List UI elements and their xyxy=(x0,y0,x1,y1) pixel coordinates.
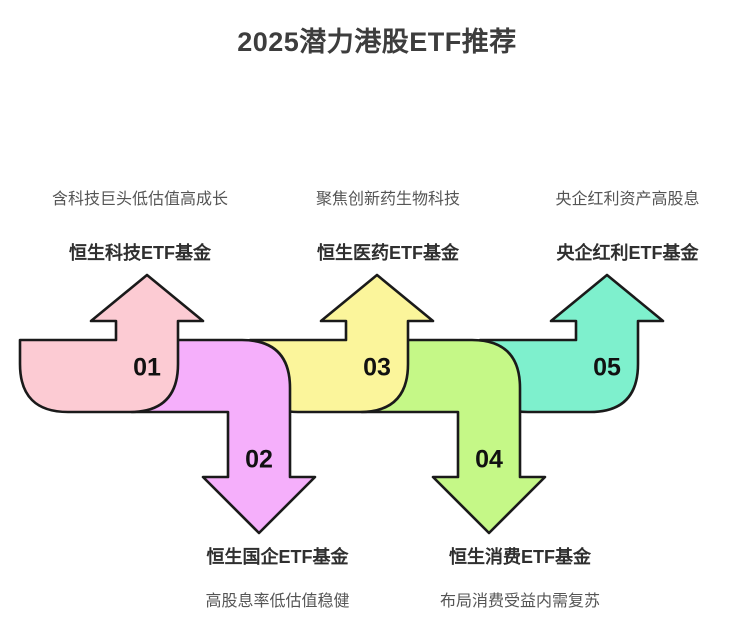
step-name-01: 恒生科技ETF基金 xyxy=(69,243,211,263)
arrow-number-03: 03 xyxy=(363,354,391,382)
step-label-04: 恒生消费ETF基金 布局消费受益内需复苏 xyxy=(385,543,655,611)
step-label-03: 聚焦创新药生物科技 恒生医药ETF基金 xyxy=(268,185,508,265)
arrow-number-04: 04 xyxy=(475,446,503,474)
arrow-up-icon-01[interactable] xyxy=(18,273,205,414)
arrow-number-05: 05 xyxy=(593,354,621,382)
page-title: 2025潜力港股ETF推荐 xyxy=(237,27,517,57)
step-label-02: 恒生国企ETF基金 高股息率低估值稳健 xyxy=(140,543,415,611)
step-description-04: 布局消费受益内需复苏 xyxy=(439,593,600,610)
step-description-02: 高股息率低估值稳健 xyxy=(205,593,350,610)
arrow-number-02: 02 xyxy=(245,446,273,474)
arrow-group-01[interactable]: 01 xyxy=(18,273,205,414)
arrow-flow-diagram: 05 04 03 02 01 xyxy=(18,273,665,535)
step-name-03: 恒生医药ETF基金 xyxy=(317,243,459,263)
step-description-01: 含科技巨头低估值高成长 xyxy=(51,191,228,208)
step-label-05: 央企红利资产高股息 央企红利ETF基金 xyxy=(505,185,750,265)
arrow-number-01: 01 xyxy=(133,354,161,382)
step-name-05: 央企红利ETF基金 xyxy=(556,243,699,263)
step-description-03: 聚焦创新药生物科技 xyxy=(315,191,460,208)
step-description-05: 央企红利资产高股息 xyxy=(555,191,700,208)
step-name-02: 恒生国企ETF基金 xyxy=(206,547,349,567)
step-name-04: 恒生消费ETF基金 xyxy=(449,547,591,567)
step-label-01: 含科技巨头低估值高成长 恒生科技ETF基金 xyxy=(10,185,270,265)
